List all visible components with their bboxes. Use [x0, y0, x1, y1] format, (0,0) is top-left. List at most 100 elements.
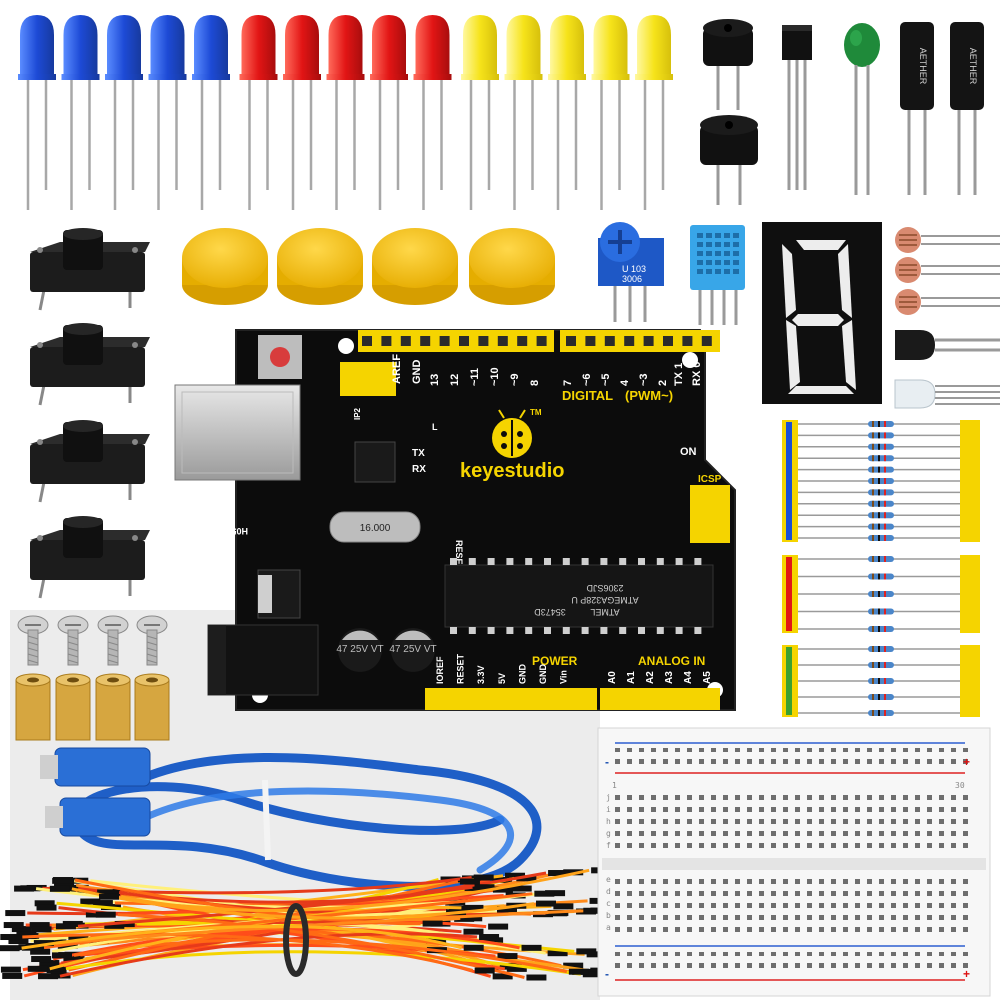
digital-pin-label: ~10	[489, 367, 501, 386]
led-blue	[61, 15, 100, 210]
jumper-wires	[0, 867, 612, 981]
digital-label: DIGITAL	[562, 388, 613, 403]
led-blue	[192, 15, 230, 210]
bb-row-label: g	[606, 829, 611, 838]
digital-pin-label: 12	[449, 374, 461, 386]
digital-pin-label: 13	[429, 374, 441, 386]
screw	[97, 615, 129, 666]
bb-plus-top: +	[963, 755, 970, 769]
dc-jack	[207, 624, 319, 696]
varistor	[844, 23, 880, 195]
bb-row-label: b	[606, 911, 611, 920]
analog-pin-label: A3	[664, 671, 675, 684]
usb-cable	[40, 747, 542, 891]
jumper-wire	[53, 877, 443, 927]
digital-pin-label: ~9	[509, 373, 521, 386]
power-pin-label: IOREF	[435, 656, 445, 684]
crystal	[329, 511, 421, 543]
pwm-label: (PWM~)	[625, 388, 673, 403]
chip-line-1: ATMEGA328P U	[571, 595, 638, 605]
led-blue	[105, 15, 143, 210]
standoff	[95, 673, 131, 741]
digital-pin-label: 2	[657, 380, 669, 386]
analog-pin-label: A0	[607, 671, 618, 684]
led-red	[413, 15, 452, 210]
led-blue	[18, 15, 56, 210]
capacitor-2: 47 25V VT	[389, 628, 437, 672]
photoresistor	[895, 289, 1000, 315]
power-label: POWER	[532, 654, 578, 668]
led-yellow	[591, 15, 630, 210]
rx-label: RX	[412, 464, 426, 475]
passive-buzzer	[700, 115, 758, 205]
screw	[136, 615, 168, 666]
screw	[17, 615, 49, 666]
digital-pin-label: ~3	[638, 373, 650, 386]
tilt-switch-2: AETHER	[950, 22, 984, 195]
analog-pin-label: A2	[645, 671, 656, 684]
button-cap	[372, 228, 458, 305]
bb-row-label: f	[606, 841, 611, 850]
bb-row-label: d	[606, 887, 611, 896]
reset-en-label: RESET EN	[454, 540, 464, 585]
bb-row-label: h	[606, 817, 611, 826]
led-yellow	[635, 15, 673, 210]
crystal-label: 16.000	[360, 523, 391, 534]
l-led-label: L	[432, 422, 438, 432]
led-row	[18, 15, 673, 210]
screws-and-standoffs	[15, 615, 170, 741]
capacitor-1-label: 47 25V VT	[336, 644, 383, 655]
resistor-strip	[782, 555, 980, 633]
rgb-led	[894, 379, 1000, 409]
digital-pin-label: ~5	[600, 373, 612, 386]
tx-label: TX	[412, 448, 425, 459]
keyestudio-logo: TM	[492, 408, 542, 458]
bb-row-label: c	[606, 899, 611, 908]
on-label: ON	[680, 446, 697, 458]
power-pin-label: 3.3V	[476, 665, 486, 684]
led-red	[370, 15, 408, 210]
tilt-switch-1: AETHER	[900, 22, 934, 195]
led-yellow	[504, 15, 543, 210]
usb-b-jack	[174, 384, 301, 481]
photoresistors	[895, 227, 1000, 315]
aref-label: AREF	[391, 354, 403, 384]
bb-minus-bottom: -	[605, 967, 609, 981]
led-red	[239, 15, 278, 210]
power-pin-label: RESET	[456, 653, 466, 684]
jumper-wire	[31, 927, 542, 963]
standoff	[134, 673, 170, 741]
power-pin-label: GND	[538, 664, 548, 685]
pushbutton	[30, 228, 150, 311]
tilt-label-2: AETHER	[968, 48, 978, 85]
jumper-wire	[95, 911, 547, 981]
bb-row-label: e	[606, 875, 611, 884]
bb-row-label: a	[606, 923, 611, 932]
bb-row-label: j	[606, 793, 611, 802]
dht11-sensor	[690, 225, 745, 325]
chip-brand: ATMEL	[590, 607, 619, 617]
power-pin-label: Vin	[559, 670, 569, 684]
regulator-label: H05	[231, 526, 248, 536]
resistor-strips	[782, 420, 980, 717]
analog-pin-label: A1	[626, 671, 637, 684]
usb-controller-chip	[354, 441, 396, 483]
button-cap	[277, 228, 363, 305]
jumper-wire	[0, 932, 495, 974]
digital-pin-label: RX 0	[691, 362, 703, 386]
icsp-label: ICSP	[698, 474, 722, 485]
tm-mark: TM	[530, 408, 542, 417]
standoff	[15, 673, 51, 741]
bb-plus-bottom: +	[963, 967, 970, 981]
button-caps	[182, 228, 555, 305]
wire-tie	[283, 903, 309, 977]
jumper-wire	[33, 907, 604, 947]
jumper-wire	[0, 924, 484, 952]
transistor	[782, 25, 812, 190]
led-red	[283, 15, 321, 210]
digital-pin-label: ~6	[581, 373, 593, 386]
pushbutton	[30, 420, 150, 503]
power-pin-label: GND	[517, 664, 527, 685]
led-yellow	[548, 15, 586, 210]
